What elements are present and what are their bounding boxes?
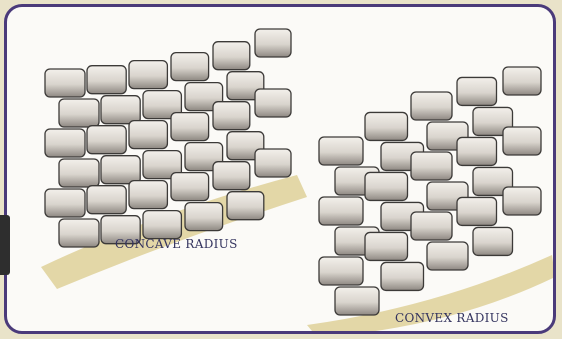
convex-wall-block bbox=[457, 197, 497, 225]
convex-wall-block bbox=[411, 212, 452, 240]
convex-wall-block bbox=[473, 227, 513, 255]
concave-wall-block bbox=[213, 102, 250, 130]
convex-wall-block bbox=[427, 242, 468, 270]
convex-wall-block bbox=[457, 137, 497, 165]
concave-wall-block bbox=[59, 159, 99, 187]
concave-wall-block bbox=[87, 126, 126, 154]
concave-wall-block bbox=[129, 181, 167, 209]
concave-radius-wall bbox=[45, 29, 291, 247]
convex-wall-block bbox=[365, 172, 408, 200]
concave-wall-block bbox=[45, 189, 85, 217]
concave-wall-block bbox=[101, 156, 140, 184]
convex-wall-block bbox=[503, 187, 541, 215]
concave-wall-block bbox=[87, 186, 126, 214]
concave-wall-block bbox=[227, 192, 264, 220]
convex-wall-block bbox=[411, 92, 452, 120]
convex-wall-block bbox=[503, 127, 541, 155]
concave-wall-block bbox=[213, 42, 250, 70]
convex-wall-block bbox=[457, 77, 497, 105]
concave-wall-block bbox=[255, 29, 291, 57]
left-edge-tab bbox=[0, 215, 10, 275]
concave-wall-block bbox=[185, 203, 223, 231]
concave-wall-block bbox=[171, 53, 209, 81]
concave-wall-block bbox=[87, 66, 126, 94]
convex-radius-label: CONVEX RADIUS bbox=[395, 311, 509, 325]
illustration-frame: CONCAVE RADIUS CONVEX RADIUS bbox=[4, 4, 556, 334]
concave-wall-block bbox=[143, 211, 181, 239]
concave-wall-block bbox=[129, 121, 167, 149]
convex-wall-block bbox=[411, 152, 452, 180]
wall-illustration bbox=[7, 7, 556, 334]
concave-wall-block bbox=[59, 219, 99, 247]
concave-wall-block bbox=[171, 113, 209, 141]
convex-wall-block bbox=[319, 197, 363, 225]
convex-wall-block bbox=[381, 262, 424, 290]
concave-wall-block bbox=[45, 69, 85, 97]
concave-wall-block bbox=[45, 129, 85, 157]
concave-wall-block bbox=[255, 149, 291, 177]
convex-wall-block bbox=[365, 112, 408, 140]
concave-wall-block bbox=[101, 96, 140, 124]
convex-wall-block bbox=[335, 287, 379, 315]
convex-wall-block bbox=[503, 67, 541, 95]
convex-wall-block bbox=[319, 137, 363, 165]
concave-wall-block bbox=[213, 162, 250, 190]
convex-wall-block bbox=[319, 257, 363, 285]
concave-wall-block bbox=[129, 61, 167, 89]
concave-wall-block bbox=[255, 89, 291, 117]
concave-wall-block bbox=[59, 99, 99, 127]
concave-wall-block bbox=[171, 173, 209, 201]
concave-radius-label: CONCAVE RADIUS bbox=[115, 237, 238, 251]
convex-wall-block bbox=[365, 232, 408, 260]
